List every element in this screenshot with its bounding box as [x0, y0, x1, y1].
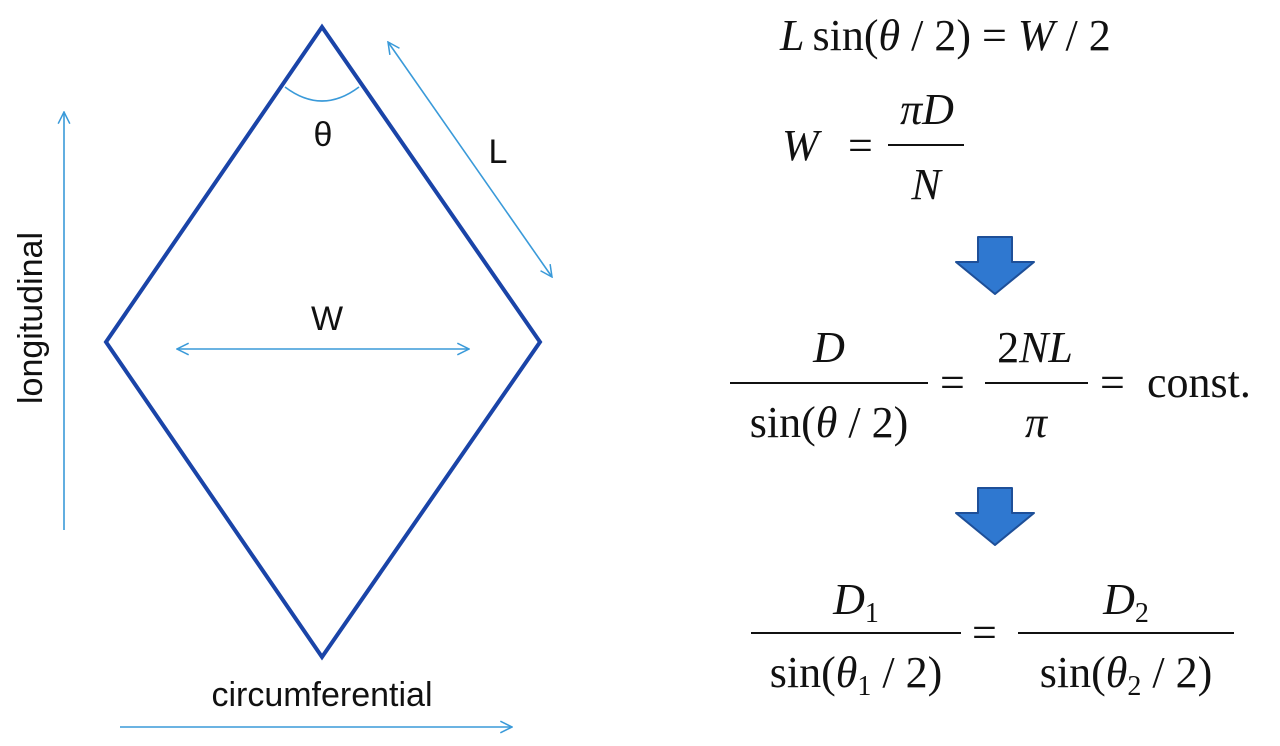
- eq3-equals-1: =: [940, 358, 965, 407]
- theta-angle-arc: [284, 86, 360, 102]
- eq2-denominator: N: [910, 160, 943, 209]
- eq2-W: W: [782, 121, 822, 170]
- eq4-numerator-D1: D1: [832, 575, 879, 629]
- down-arrow-icon: [955, 487, 1035, 546]
- theta-label: θ: [314, 116, 333, 154]
- eq2-equals: =: [848, 121, 873, 170]
- W-label: W: [311, 300, 343, 338]
- eq3-numerator-D: D: [812, 323, 845, 372]
- rhombus-diagram: θ L W longitudinal circumferential: [12, 23, 552, 727]
- eq3-numerator-2NL: 2NL: [997, 323, 1073, 372]
- down-arrow-icon: [955, 236, 1035, 295]
- eq3-denominator-pi: π: [1025, 398, 1049, 447]
- eq4-equals: =: [972, 608, 997, 657]
- eq3-const: const.: [1147, 358, 1251, 407]
- eq3-equals-2: =: [1100, 358, 1125, 407]
- eq2-numerator: πD: [900, 85, 954, 134]
- L-label: L: [489, 133, 508, 171]
- side-length-arrow: [388, 42, 552, 277]
- equation-diameter-ratio: D1 sin(θ1 / 2) = D2 sin(θ2 / 2): [751, 575, 1234, 702]
- eq3-denominator-sin: sin(θ / 2): [750, 398, 909, 447]
- eq4-denominator-2: sin(θ2 / 2): [1040, 648, 1213, 702]
- equation-W-definition: W = πD N: [782, 85, 964, 209]
- eq4-denominator-1: sin(θ1 / 2): [770, 648, 943, 702]
- circumferential-label: circumferential: [211, 676, 432, 714]
- eq4-numerator-D2: D2: [1102, 575, 1149, 629]
- equation-constant-ratio: D sin(θ / 2) = 2NL π = const.: [730, 323, 1251, 447]
- longitudinal-label: longitudinal: [12, 232, 50, 404]
